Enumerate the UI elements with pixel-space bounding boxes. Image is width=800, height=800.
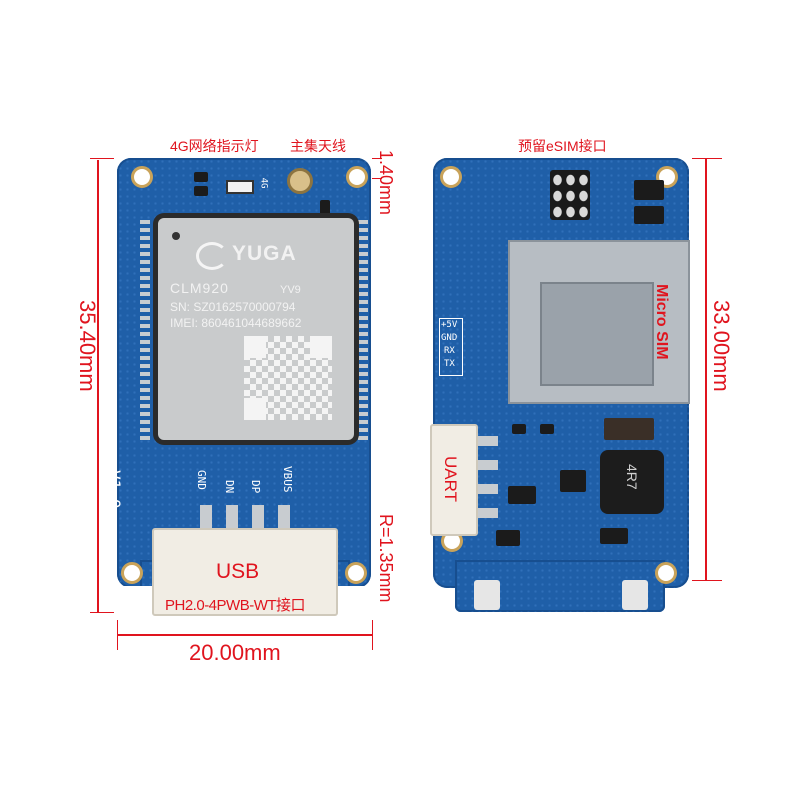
module-dot (172, 232, 180, 240)
right-height-dim-tick-top (692, 158, 722, 159)
silk-pin-tx: TX (444, 359, 455, 369)
module-pins-left (140, 220, 150, 440)
uart-connector: UART (430, 424, 478, 536)
smd-component (508, 486, 536, 504)
esim-footprint (550, 170, 590, 220)
module-sn: SN: SZ0162570000794 (170, 300, 296, 314)
right-top-label: 预留eSIM接口 (518, 138, 607, 154)
left-top-label-led: 4G网络指示灯 (170, 138, 259, 154)
inductor-label: 4R7 (624, 464, 640, 490)
smd-component (634, 180, 664, 200)
module-qr-code (244, 336, 332, 420)
smd-component (320, 200, 330, 216)
uart-silk-box (439, 318, 463, 376)
connector-pin (476, 508, 498, 518)
solder-tab-left (474, 580, 500, 610)
capacitor (604, 418, 654, 440)
left-height-dim-tick-top (90, 158, 114, 159)
usb-ph2-connector: USB (152, 528, 338, 616)
smd-component (512, 424, 526, 434)
antenna-connector (287, 168, 313, 194)
module-brand: YUGA (232, 242, 297, 265)
left-mount-hole-tr (346, 166, 368, 188)
silk-pin-dp: DP (249, 480, 262, 494)
solder-tab-right (622, 580, 648, 610)
connector-label: PH2.0-4PWB-WT接口 (165, 597, 306, 614)
silk-pin-vbus: VBUS (281, 466, 294, 493)
smd-component (600, 528, 628, 544)
left-top-label-antenna: 主集天线 (290, 138, 346, 154)
right-height-dim-line (705, 158, 707, 580)
yuga-logo-icon (196, 242, 228, 270)
module-model: CLM920 (170, 280, 229, 296)
silk-version: V1.0 (105, 470, 124, 509)
hole-dim-tick-b (372, 178, 382, 179)
left-mount-hole-br (345, 562, 367, 584)
hole-dim-label: 1.40mm (376, 150, 396, 216)
left-height-dim-tick-bottom (90, 612, 114, 613)
uart-label: UART (441, 456, 460, 502)
module-imei: IMEI: 860461044689662 (170, 316, 302, 330)
right-mount-hole-tl (440, 166, 462, 188)
power-inductor: 4R7 (600, 450, 664, 514)
right-height-dim-tick-bottom (692, 580, 722, 581)
sim-slot-window (540, 282, 654, 386)
module-variant: YV9 (280, 284, 301, 296)
connector-pin (226, 505, 238, 533)
sim-label: Micro SIM (653, 284, 670, 360)
smd-component (194, 186, 208, 196)
led-indicator (226, 180, 254, 194)
left-width-dim-label: 20.00mm (189, 640, 281, 665)
silk-pin-dn: DN (223, 480, 236, 494)
hole-dim-tick-a (372, 158, 382, 159)
silk-pin-5v: +5V (441, 320, 458, 330)
left-mount-hole-bl (121, 562, 143, 584)
right-height-dim-label: 33.00mm (709, 300, 734, 392)
left-height-dim-line (97, 160, 99, 612)
smd-component (634, 206, 664, 224)
connector-pin (252, 505, 264, 533)
module-pins-right (358, 220, 368, 440)
connector-pin (476, 460, 498, 470)
left-width-dim-tick-r (372, 620, 373, 650)
silk-pin-gnd: GND (441, 333, 458, 343)
connector-pin (200, 505, 212, 533)
left-height-dim-label: 35.40mm (75, 300, 100, 392)
left-width-dim-line (117, 634, 373, 636)
ic-chip (560, 470, 586, 492)
silk-pin-gnd: GND (195, 470, 208, 490)
smd-component (496, 530, 520, 546)
connector-pin (278, 505, 290, 533)
silk-4g-label: 4G (258, 177, 269, 189)
usb-label: USB (216, 560, 260, 583)
connector-pin (476, 484, 498, 494)
lte-module: YUGA CLM920 YV9 SN: SZ0162570000794 IMEI… (158, 218, 354, 440)
silk-pin-rx: RX (444, 346, 455, 356)
smd-component (540, 424, 554, 434)
radius-dim-label: R=1.35mm (376, 514, 396, 603)
connector-pin (476, 436, 498, 446)
smd-component (194, 172, 208, 182)
left-width-dim-tick-l (117, 620, 118, 650)
right-mount-hole-br (655, 562, 677, 584)
left-mount-hole-tl (131, 166, 153, 188)
micro-sim-slot (508, 240, 690, 404)
